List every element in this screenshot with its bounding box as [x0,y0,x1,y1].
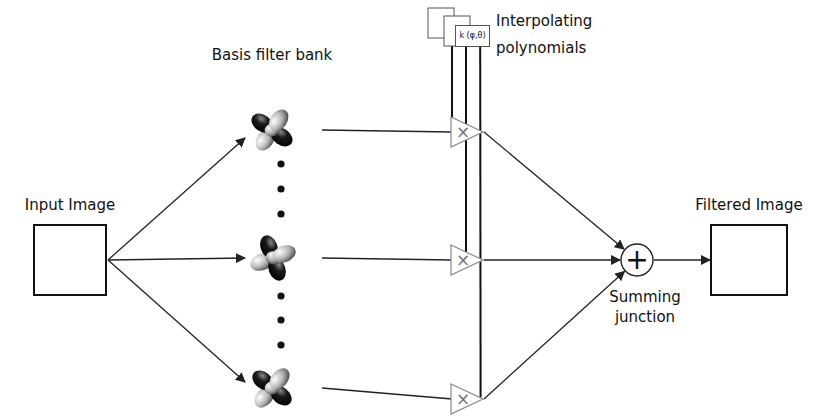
multiply-symbol: × [450,383,484,415]
filter-output [322,258,452,260]
box-heading: Input Image [25,196,116,214]
summing-junction: +Summing junction [620,243,654,277]
signal-arrow [484,259,620,260]
triangle-outline [451,245,483,275]
basis-filter [247,363,296,412]
box-heading: Filtered Image [695,196,802,214]
control-line [479,47,481,397]
group-label: Basis filter bank [212,46,333,64]
node-caption: Summing junction [603,287,687,327]
multiplier: × [450,383,484,415]
basis-filter [243,228,303,288]
box-heading: Interpolating polynomials [496,8,614,62]
dot [277,210,284,217]
signal-arrow [484,132,624,249]
filtered-image-box: Filtered Image [710,224,788,296]
control-lines [452,38,466,260]
dot [277,316,284,323]
dot [277,292,284,299]
signal-arrow [654,259,710,260]
dot [277,185,284,192]
multiplier: × [450,244,484,276]
control-line [465,46,467,260]
plus-symbol: + [620,243,654,276]
ellipsis-dots [277,160,284,348]
fan-out-arrows [108,138,245,382]
polynomial-label: k (φ,θ) [456,26,489,46]
filter-output-lines [322,130,452,399]
triangle-outline [451,384,483,414]
input-arrow [108,138,245,260]
basis-filter [246,104,299,157]
input-arrow [108,258,245,260]
signal-arrow [484,271,624,399]
filter-output [322,130,452,132]
multiply-symbol: × [450,244,484,276]
input-image-box: Input Image [33,224,107,296]
multiplier: × [450,116,484,148]
dot [277,341,284,348]
dot [277,160,284,167]
multiply-symbol: × [450,116,484,148]
input-arrow [108,260,245,382]
polynomial-box: k (φ,θ)Interpolating polynomials [455,25,490,47]
filter-output [322,388,452,399]
circle-outline [621,244,653,276]
triangle-outline [451,117,483,147]
